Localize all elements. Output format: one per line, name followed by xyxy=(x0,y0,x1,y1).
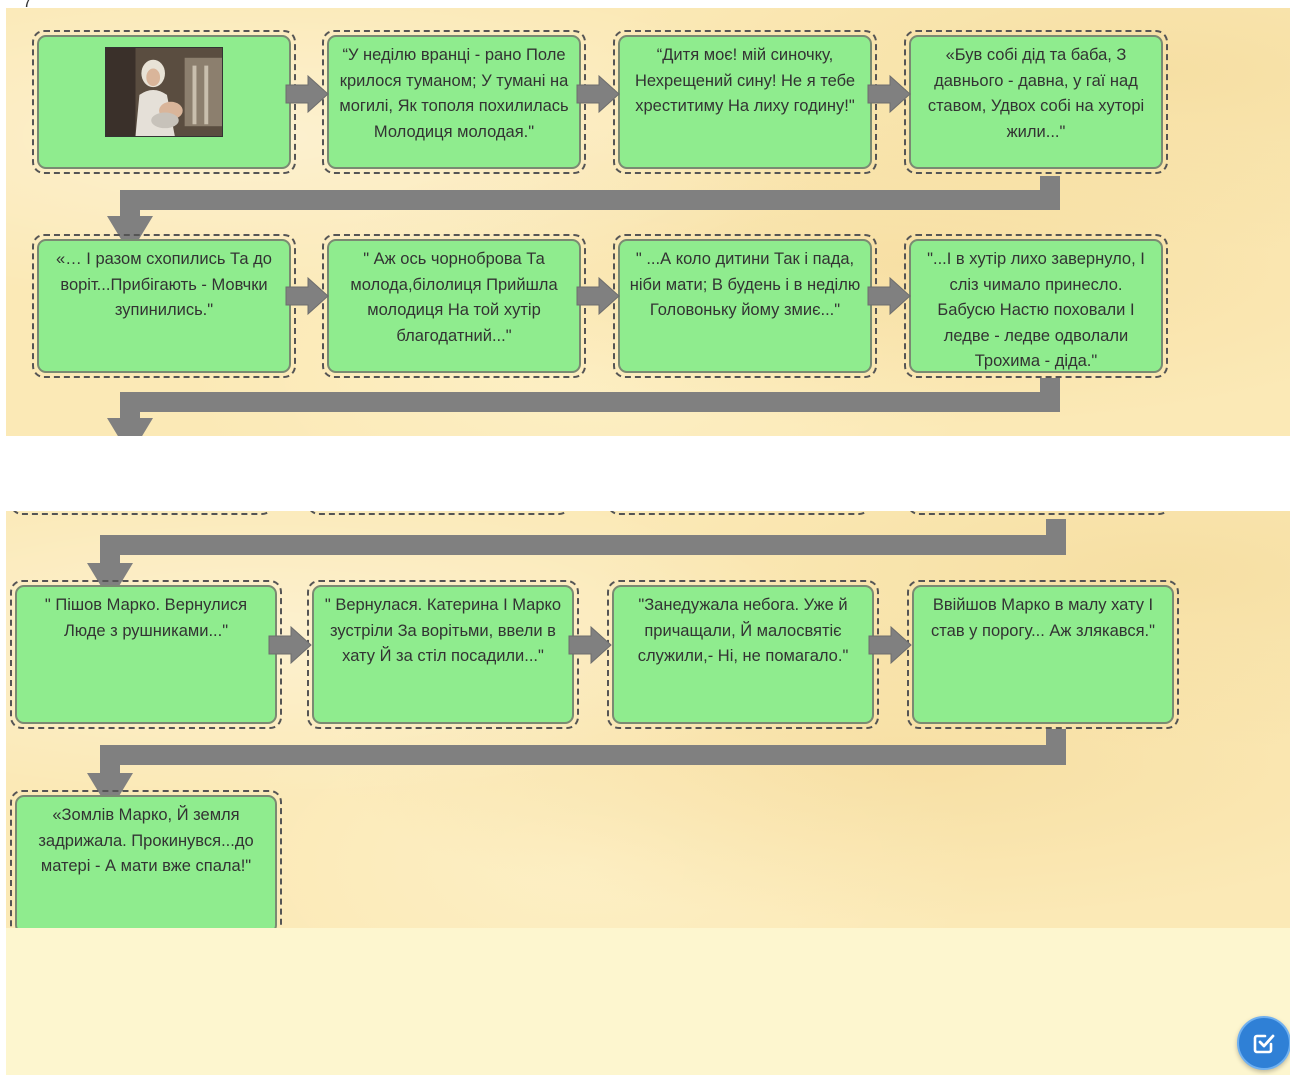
review-button[interactable] xyxy=(1237,1016,1290,1070)
event-card-partial xyxy=(10,511,274,515)
event-card-text: «Був собі дід та баба, З давнього - давн… xyxy=(909,35,1163,169)
event-card-text: «… І разом схопились Та до воріт...Прибі… xyxy=(37,239,291,373)
right-arrow-icon xyxy=(576,276,620,316)
event-card[interactable]: " ...А коло дитини Так і пада, ніби мати… xyxy=(613,234,877,378)
event-card-text: «Зомлів Марко, Й земля задрижала. Прокин… xyxy=(15,795,277,928)
right-arrow-icon xyxy=(576,74,620,114)
right-arrow-icon xyxy=(285,276,329,316)
corner-mark: 7 xyxy=(23,0,32,11)
event-card[interactable]: “Дитя моє! мій синочку, Нехрещений сину!… xyxy=(613,30,877,174)
event-card[interactable]: «… І разом схопились Та до воріт...Прибі… xyxy=(32,234,296,378)
right-arrow-icon xyxy=(867,74,911,114)
event-card[interactable]: "Занедужала небога. Уже й причащали, Й м… xyxy=(607,580,879,729)
right-arrow-icon xyxy=(268,625,312,665)
event-card-text: “Дитя моє! мій синочку, Нехрещений сину!… xyxy=(618,35,872,169)
connector-line xyxy=(100,535,1066,555)
event-card[interactable]: "...І в хутір лихо завернуло, І сліз чим… xyxy=(904,234,1168,378)
right-arrow-icon xyxy=(568,625,612,665)
down-arrow-icon xyxy=(107,418,153,436)
page-background xyxy=(6,928,1290,1075)
movie-still-image xyxy=(105,47,223,137)
down-arrow-icon xyxy=(87,773,133,811)
connector-line xyxy=(120,190,140,218)
event-card[interactable]: «Був собі дід та баба, З давнього - давн… xyxy=(904,30,1168,174)
connector-line xyxy=(100,745,1066,765)
event-card-text: Ввійшов Марко в малу хату І став у порог… xyxy=(912,585,1174,724)
connector-line xyxy=(120,392,1060,412)
right-arrow-icon xyxy=(868,625,912,665)
event-card[interactable]: " Аж ось чорноброва Та молода,білолиця П… xyxy=(322,234,586,378)
event-card[interactable]: “У неділю вранці - рано Поле крилося тум… xyxy=(322,30,586,174)
right-arrow-icon xyxy=(285,74,329,114)
down-arrow-icon xyxy=(87,563,133,601)
right-arrow-icon xyxy=(867,276,911,316)
timeline-panel-bottom: " Пішов Марко. Вернулися Люде з рушникам… xyxy=(6,511,1290,928)
connector-line xyxy=(100,745,120,775)
timeline-panel-top: “У неділю вранці - рано Поле крилося тум… xyxy=(6,8,1290,436)
event-card-text: "...І в хутір лихо завернуло, І сліз чим… xyxy=(909,239,1163,373)
event-card[interactable]: " Пішов Марко. Вернулися Люде з рушникам… xyxy=(10,580,282,729)
connector-line xyxy=(120,392,140,420)
event-card-text: " Вернулася. Катерина І Марко зустріли З… xyxy=(312,585,574,724)
event-card-text: " ...А коло дитини Так і пада, ніби мати… xyxy=(618,239,872,373)
event-card-text: "Занедужала небога. Уже й причащали, Й м… xyxy=(612,585,874,724)
connector-line xyxy=(100,535,120,565)
event-card[interactable]: Ввійшов Марко в малу хату І став у порог… xyxy=(907,580,1179,729)
event-card-partial xyxy=(607,511,871,515)
event-card[interactable]: " Вернулася. Катерина І Марко зустріли З… xyxy=(307,580,579,729)
event-card-text: " Пішов Марко. Вернулися Люде з рушникам… xyxy=(15,585,277,724)
event-card-partial xyxy=(307,511,571,515)
connector-line xyxy=(120,190,1060,210)
event-card-partial xyxy=(907,511,1171,515)
event-card[interactable] xyxy=(32,30,296,174)
event-card[interactable]: «Зомлів Марко, Й земля задрижала. Прокин… xyxy=(10,790,282,928)
event-card-text: “У неділю вранці - рано Поле крилося тум… xyxy=(327,35,581,169)
event-card-text: " Аж ось чорноброва Та молода,білолиця П… xyxy=(327,239,581,373)
checkbox-check-icon xyxy=(1253,1034,1275,1054)
